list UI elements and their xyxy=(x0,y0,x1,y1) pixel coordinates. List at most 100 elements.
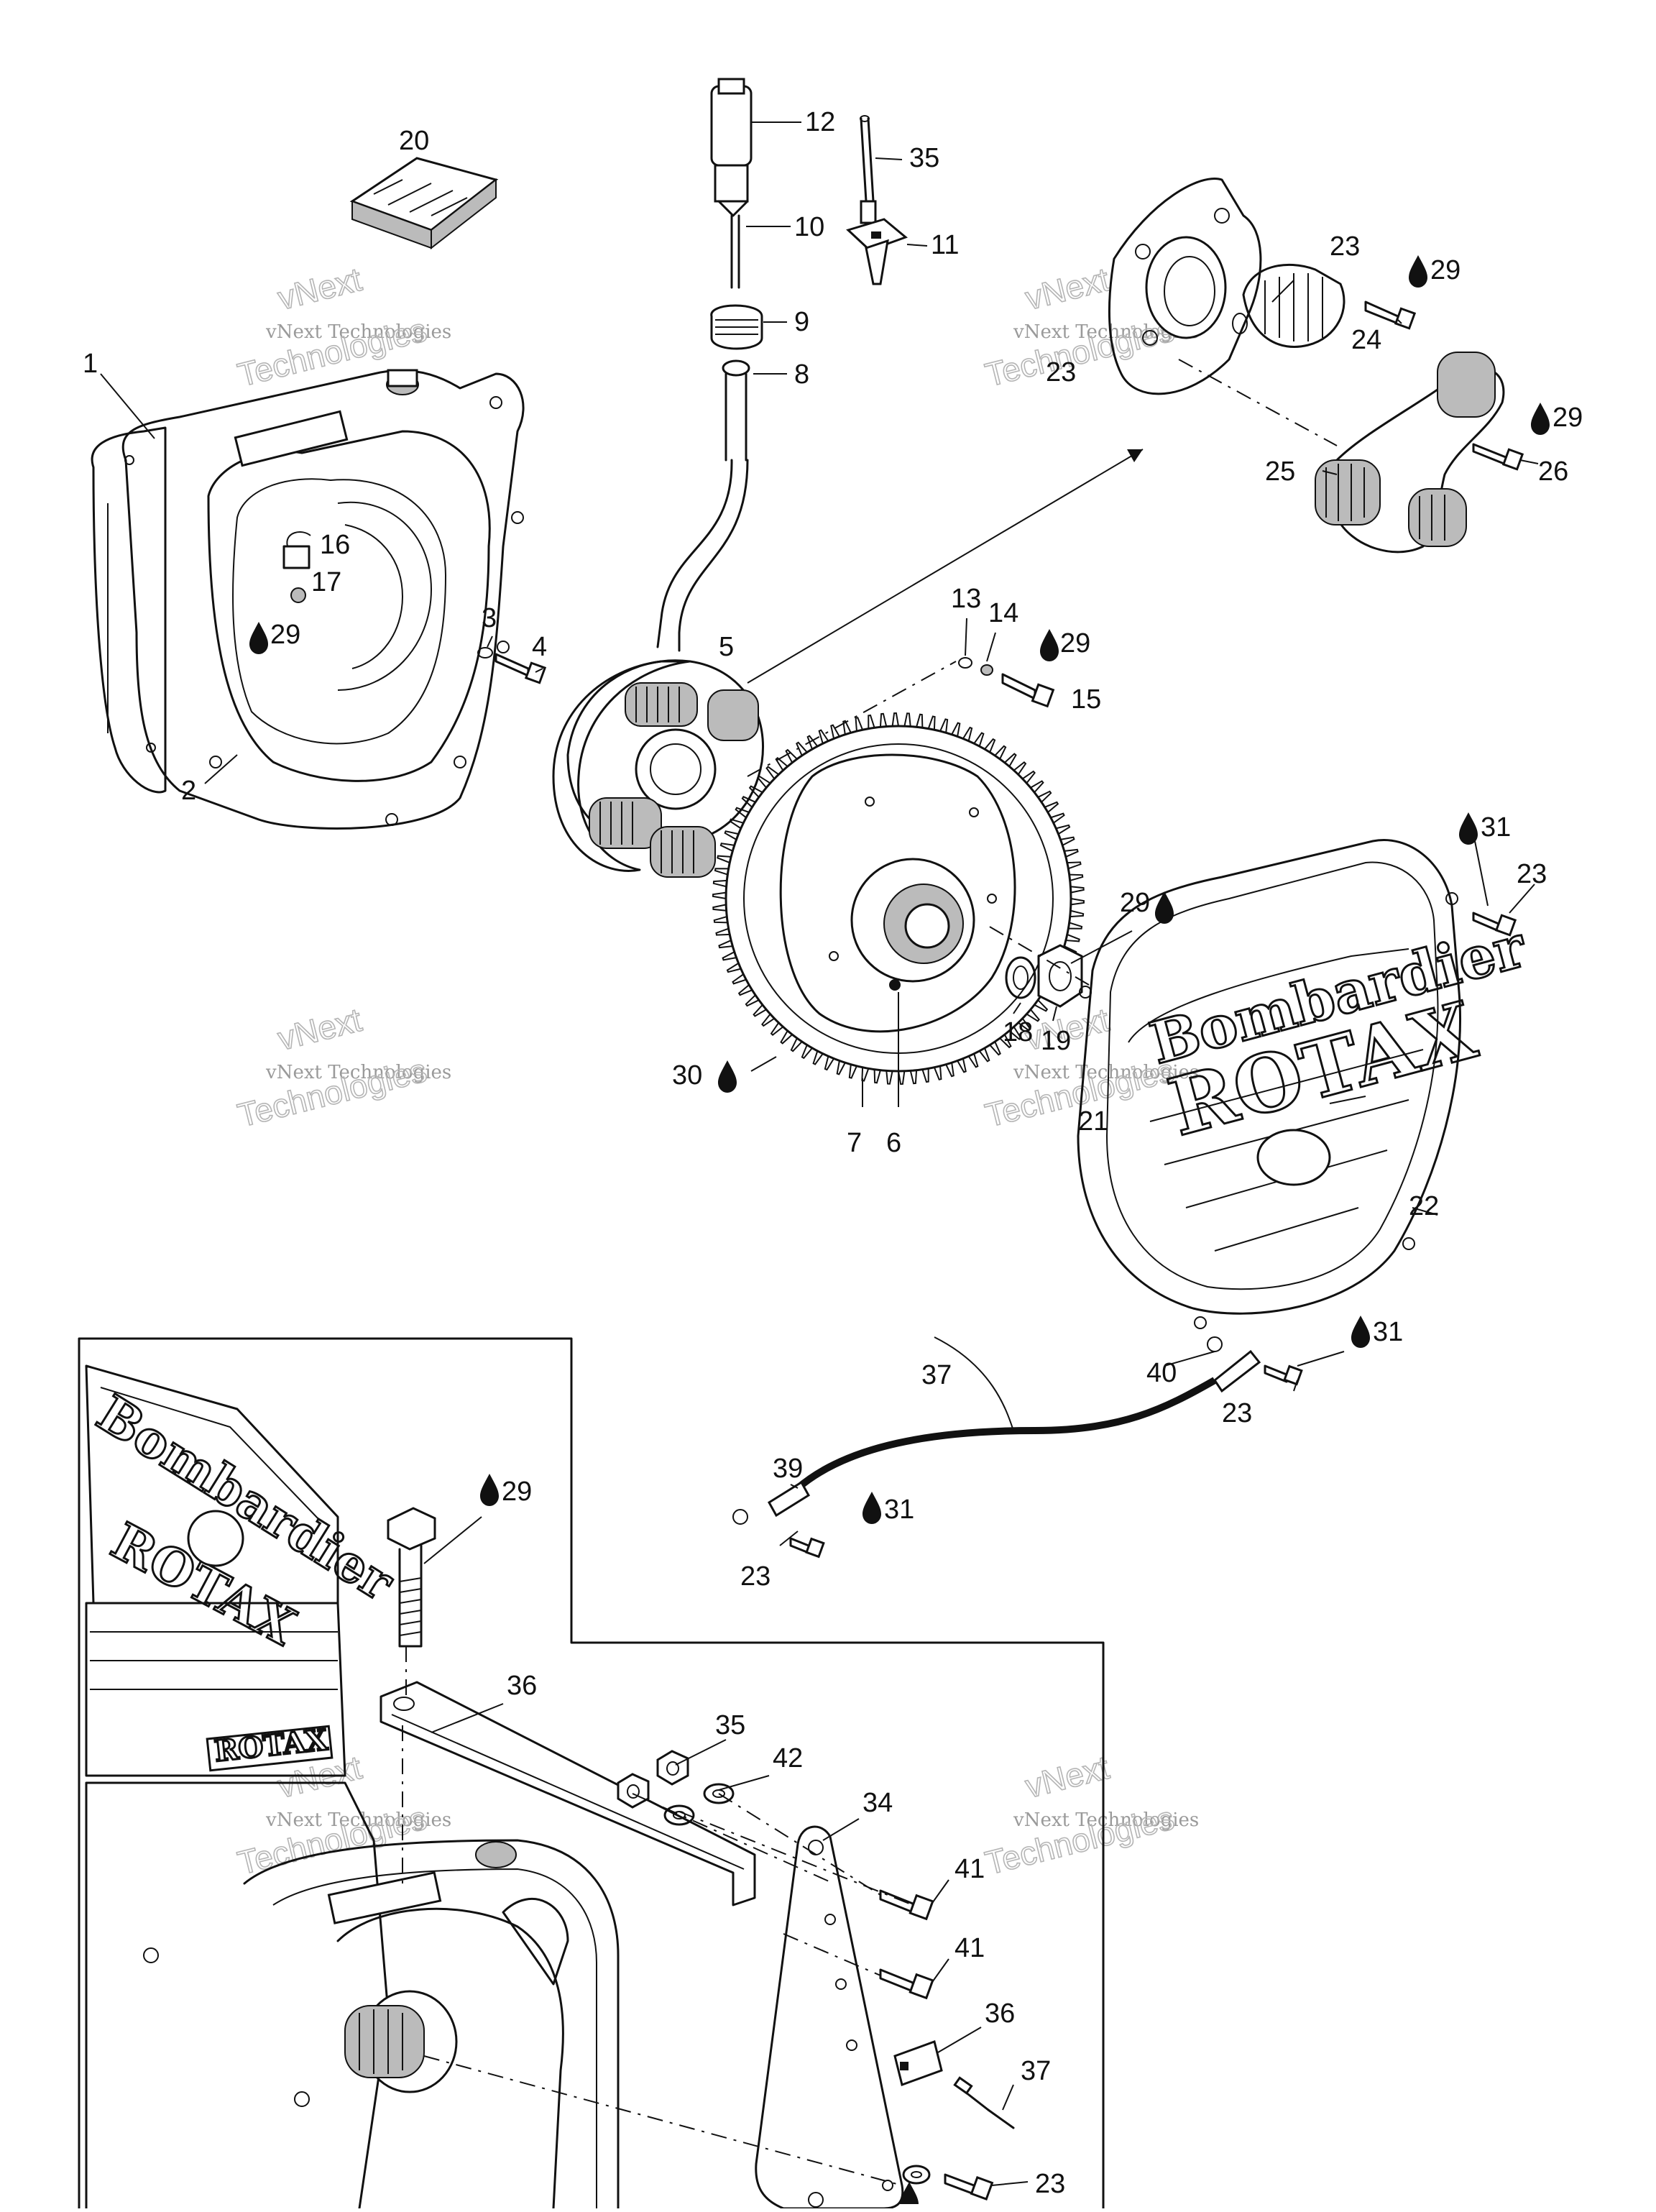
callout-10: 10 xyxy=(794,212,824,242)
gear-tooth xyxy=(748,785,763,798)
gear-tooth xyxy=(715,927,730,936)
part-1-2-magneto-housing xyxy=(91,369,525,830)
gear-tooth xyxy=(785,748,798,763)
callout-41-bottom: 41 xyxy=(954,1933,985,1963)
gear-tooth xyxy=(994,745,1007,760)
callout-40: 37 xyxy=(921,1360,952,1390)
sealant-drop-icon xyxy=(480,1474,499,1506)
gear-tooth xyxy=(737,984,753,996)
gear-tooth xyxy=(801,1045,813,1060)
callout-15: 15 xyxy=(1071,684,1101,715)
gear-tooth xyxy=(1069,873,1084,881)
sealant-drop-icon xyxy=(1155,891,1174,924)
gear-tooth xyxy=(1067,861,1082,870)
gear-tooth xyxy=(1013,761,1027,775)
callout-11: 11 xyxy=(931,230,959,260)
callout-41-top: 41 xyxy=(954,1854,985,1884)
part-13-15-screw xyxy=(958,657,1055,708)
part-18-19-washer-nut xyxy=(1005,944,1083,1008)
callout-34: 35 xyxy=(715,1710,745,1740)
gear-tooth xyxy=(1065,933,1080,942)
gear-tooth xyxy=(951,722,961,737)
sealant-drop-icon xyxy=(900,2182,919,2204)
gear-tooth xyxy=(999,1034,1012,1049)
part-5-stator xyxy=(552,659,764,878)
callout-31-low: 31 xyxy=(884,1495,914,1525)
watermark-group: vNext vNext Technologies Technologies vN… xyxy=(234,260,1200,1882)
ring-gear-teeth xyxy=(712,712,1085,1085)
callout-19: 19 xyxy=(1041,1026,1071,1056)
part-23-screw-a xyxy=(1472,912,1517,937)
callout-29-top: 29 xyxy=(1430,255,1460,285)
callout-17: 17 xyxy=(311,567,341,597)
gear-tooth xyxy=(732,973,747,985)
callout-22: 22 xyxy=(1409,1191,1439,1221)
part-11-clip xyxy=(846,218,908,285)
gear-tooth xyxy=(722,951,737,961)
gear-tooth xyxy=(718,940,733,949)
callout-2: 2 xyxy=(181,776,196,806)
gear-tooth xyxy=(957,1058,967,1073)
callout-27: 25 xyxy=(1265,456,1295,487)
callout-29-mid: 29 xyxy=(1060,628,1090,658)
svg-text:vNext Technologies: vNext Technologies xyxy=(265,321,451,343)
gear-tooth xyxy=(1008,1026,1022,1040)
gear-tooth xyxy=(741,796,756,808)
watermark-6: vNext vNext Technologies Technologies xyxy=(981,1748,1200,1882)
gear-tooth xyxy=(927,715,936,730)
gear-tooth xyxy=(712,904,727,912)
callout-33: 35 xyxy=(909,143,939,173)
sealant-drop-icon xyxy=(862,1492,881,1524)
callout-12: 12 xyxy=(805,107,835,137)
gear-tooth xyxy=(962,726,973,741)
gear-tooth xyxy=(729,818,744,830)
stator-coils xyxy=(589,682,759,878)
callout-31-mid: 31 xyxy=(1373,1317,1403,1347)
callout-29-right: 29 xyxy=(1552,403,1583,433)
svg-text:vNext Technologies: vNext Technologies xyxy=(265,1809,451,1831)
gear-tooth xyxy=(855,717,864,732)
callout-29-inset: 29 xyxy=(502,1477,532,1507)
part-34-42-nuts-washers xyxy=(617,1750,735,1826)
gear-tooth xyxy=(1060,836,1075,846)
svg-text:vNext: vNext xyxy=(1021,260,1113,317)
gear-tooth xyxy=(1034,999,1049,1012)
gear-tooth xyxy=(812,1050,824,1065)
gear-tooth xyxy=(753,1004,767,1017)
gear-tooth xyxy=(1022,770,1036,784)
gear-tooth xyxy=(1070,898,1085,906)
gear-tooth xyxy=(848,1064,857,1079)
callout-1: 1 xyxy=(83,349,98,379)
watermark-3: vNext vNext Technologies Technologies xyxy=(234,1000,452,1134)
callout-29-left: 29 xyxy=(270,620,300,650)
gear-tooth xyxy=(989,1041,1001,1056)
gear-tooth xyxy=(726,963,741,973)
gear-tooth xyxy=(842,720,852,735)
leader-lines xyxy=(100,121,1539,2186)
sealant-drop-icon xyxy=(1409,255,1427,288)
gear-tooth xyxy=(719,843,735,852)
callout-20: 20 xyxy=(399,126,429,156)
watermark-1: vNext vNext Technologies Technologies xyxy=(234,260,452,394)
callout-39: 36 xyxy=(507,1671,537,1701)
gear-tooth xyxy=(712,891,727,899)
sealant-icons xyxy=(249,255,1550,2204)
gear-tooth xyxy=(1068,922,1083,930)
gear-tooth xyxy=(886,1070,893,1085)
callout-32: 34 xyxy=(862,1788,893,1818)
part-23-screw-bottom xyxy=(902,2165,994,2200)
sealant-drop-icon xyxy=(1459,812,1478,845)
gear-tooth xyxy=(713,916,728,924)
gear-tooth xyxy=(836,1060,846,1075)
gear-tooth xyxy=(757,775,771,789)
svg-text:vNext Technologies: vNext Technologies xyxy=(1013,1809,1199,1831)
gear-tooth xyxy=(712,879,727,888)
gear-tooth xyxy=(945,1063,954,1078)
gear-tooth xyxy=(879,712,888,728)
svg-text:vNext: vNext xyxy=(274,260,365,317)
sealant-drop-icon xyxy=(1040,629,1059,661)
callout-35-right-label: 40 xyxy=(1146,1358,1177,1388)
part-12-8-cable-harness xyxy=(656,78,763,652)
gear-tooth xyxy=(1018,1018,1031,1032)
gear-tooth xyxy=(714,868,729,876)
